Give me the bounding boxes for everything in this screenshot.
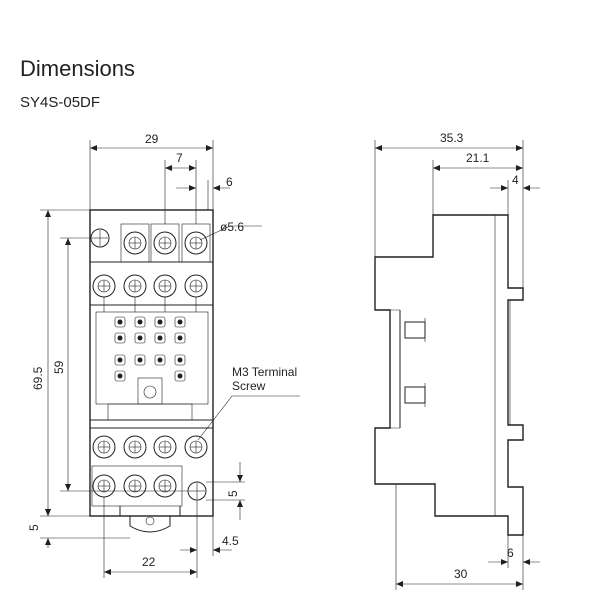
- side-clip-lower: [404, 386, 426, 404]
- dim-base-depth: 30: [454, 567, 468, 581]
- dim-overall-width: 29: [145, 132, 159, 146]
- dim-top-offset: 4: [512, 173, 519, 187]
- socket-pin: [174, 354, 186, 366]
- side-dimensions: 35.3 21.1 4 30 6: [374, 131, 540, 590]
- socket-pin: [174, 370, 186, 382]
- model-number: SY4S-05DF: [20, 94, 101, 111]
- dim-right-offset: 5: [226, 490, 240, 497]
- socket-pin: [134, 354, 146, 366]
- dim-overall-height: 69.5: [31, 366, 45, 390]
- terminal-row-4: [91, 465, 183, 507]
- socket-pin: [174, 316, 186, 328]
- socket-pin: [154, 354, 166, 366]
- dim-hole-dia: ø5.6: [220, 220, 244, 234]
- socket-pin: [134, 332, 146, 344]
- side-clip-upper: [404, 321, 426, 339]
- dim-pitch: 7: [176, 151, 183, 165]
- side-outline: [374, 214, 524, 536]
- socket-pin: [114, 316, 126, 328]
- front-dimensions: 29 7 6 ø5.6 69.5 59 5 22: [27, 132, 300, 578]
- socket-pin: [154, 316, 166, 328]
- socket-pin: [114, 370, 126, 382]
- dim-overall-depth: 35.3: [440, 131, 464, 145]
- terminal-row-2: [92, 274, 208, 312]
- socket-pin: [174, 332, 186, 344]
- dim-hole-spacing: 59: [52, 360, 66, 374]
- dim-terminal-offset: 6: [226, 175, 233, 189]
- dim-hole-offset: 4.5: [222, 534, 239, 548]
- front-outline: [89, 209, 214, 517]
- terminal-row-3: [92, 435, 208, 459]
- socket-pin: [154, 332, 166, 344]
- dim-bottom-offset: 5: [27, 524, 41, 531]
- side-view: [374, 214, 524, 536]
- socket-pin: [114, 354, 126, 366]
- page-title: Dimensions: [20, 56, 135, 81]
- callout-line1: M3 Terminal: [232, 365, 297, 379]
- dim-hole-center-width: 22: [142, 555, 156, 569]
- socket-pin: [134, 316, 146, 328]
- socket-pins: [95, 311, 209, 405]
- dim-upper-depth: 21.1: [466, 151, 490, 165]
- dim-bottom-offset-side: 6: [507, 546, 514, 560]
- callout-line2: Screw: [232, 379, 266, 393]
- socket-pin: [114, 332, 126, 344]
- front-view: [89, 209, 214, 533]
- terminal-row-top: [120, 223, 211, 263]
